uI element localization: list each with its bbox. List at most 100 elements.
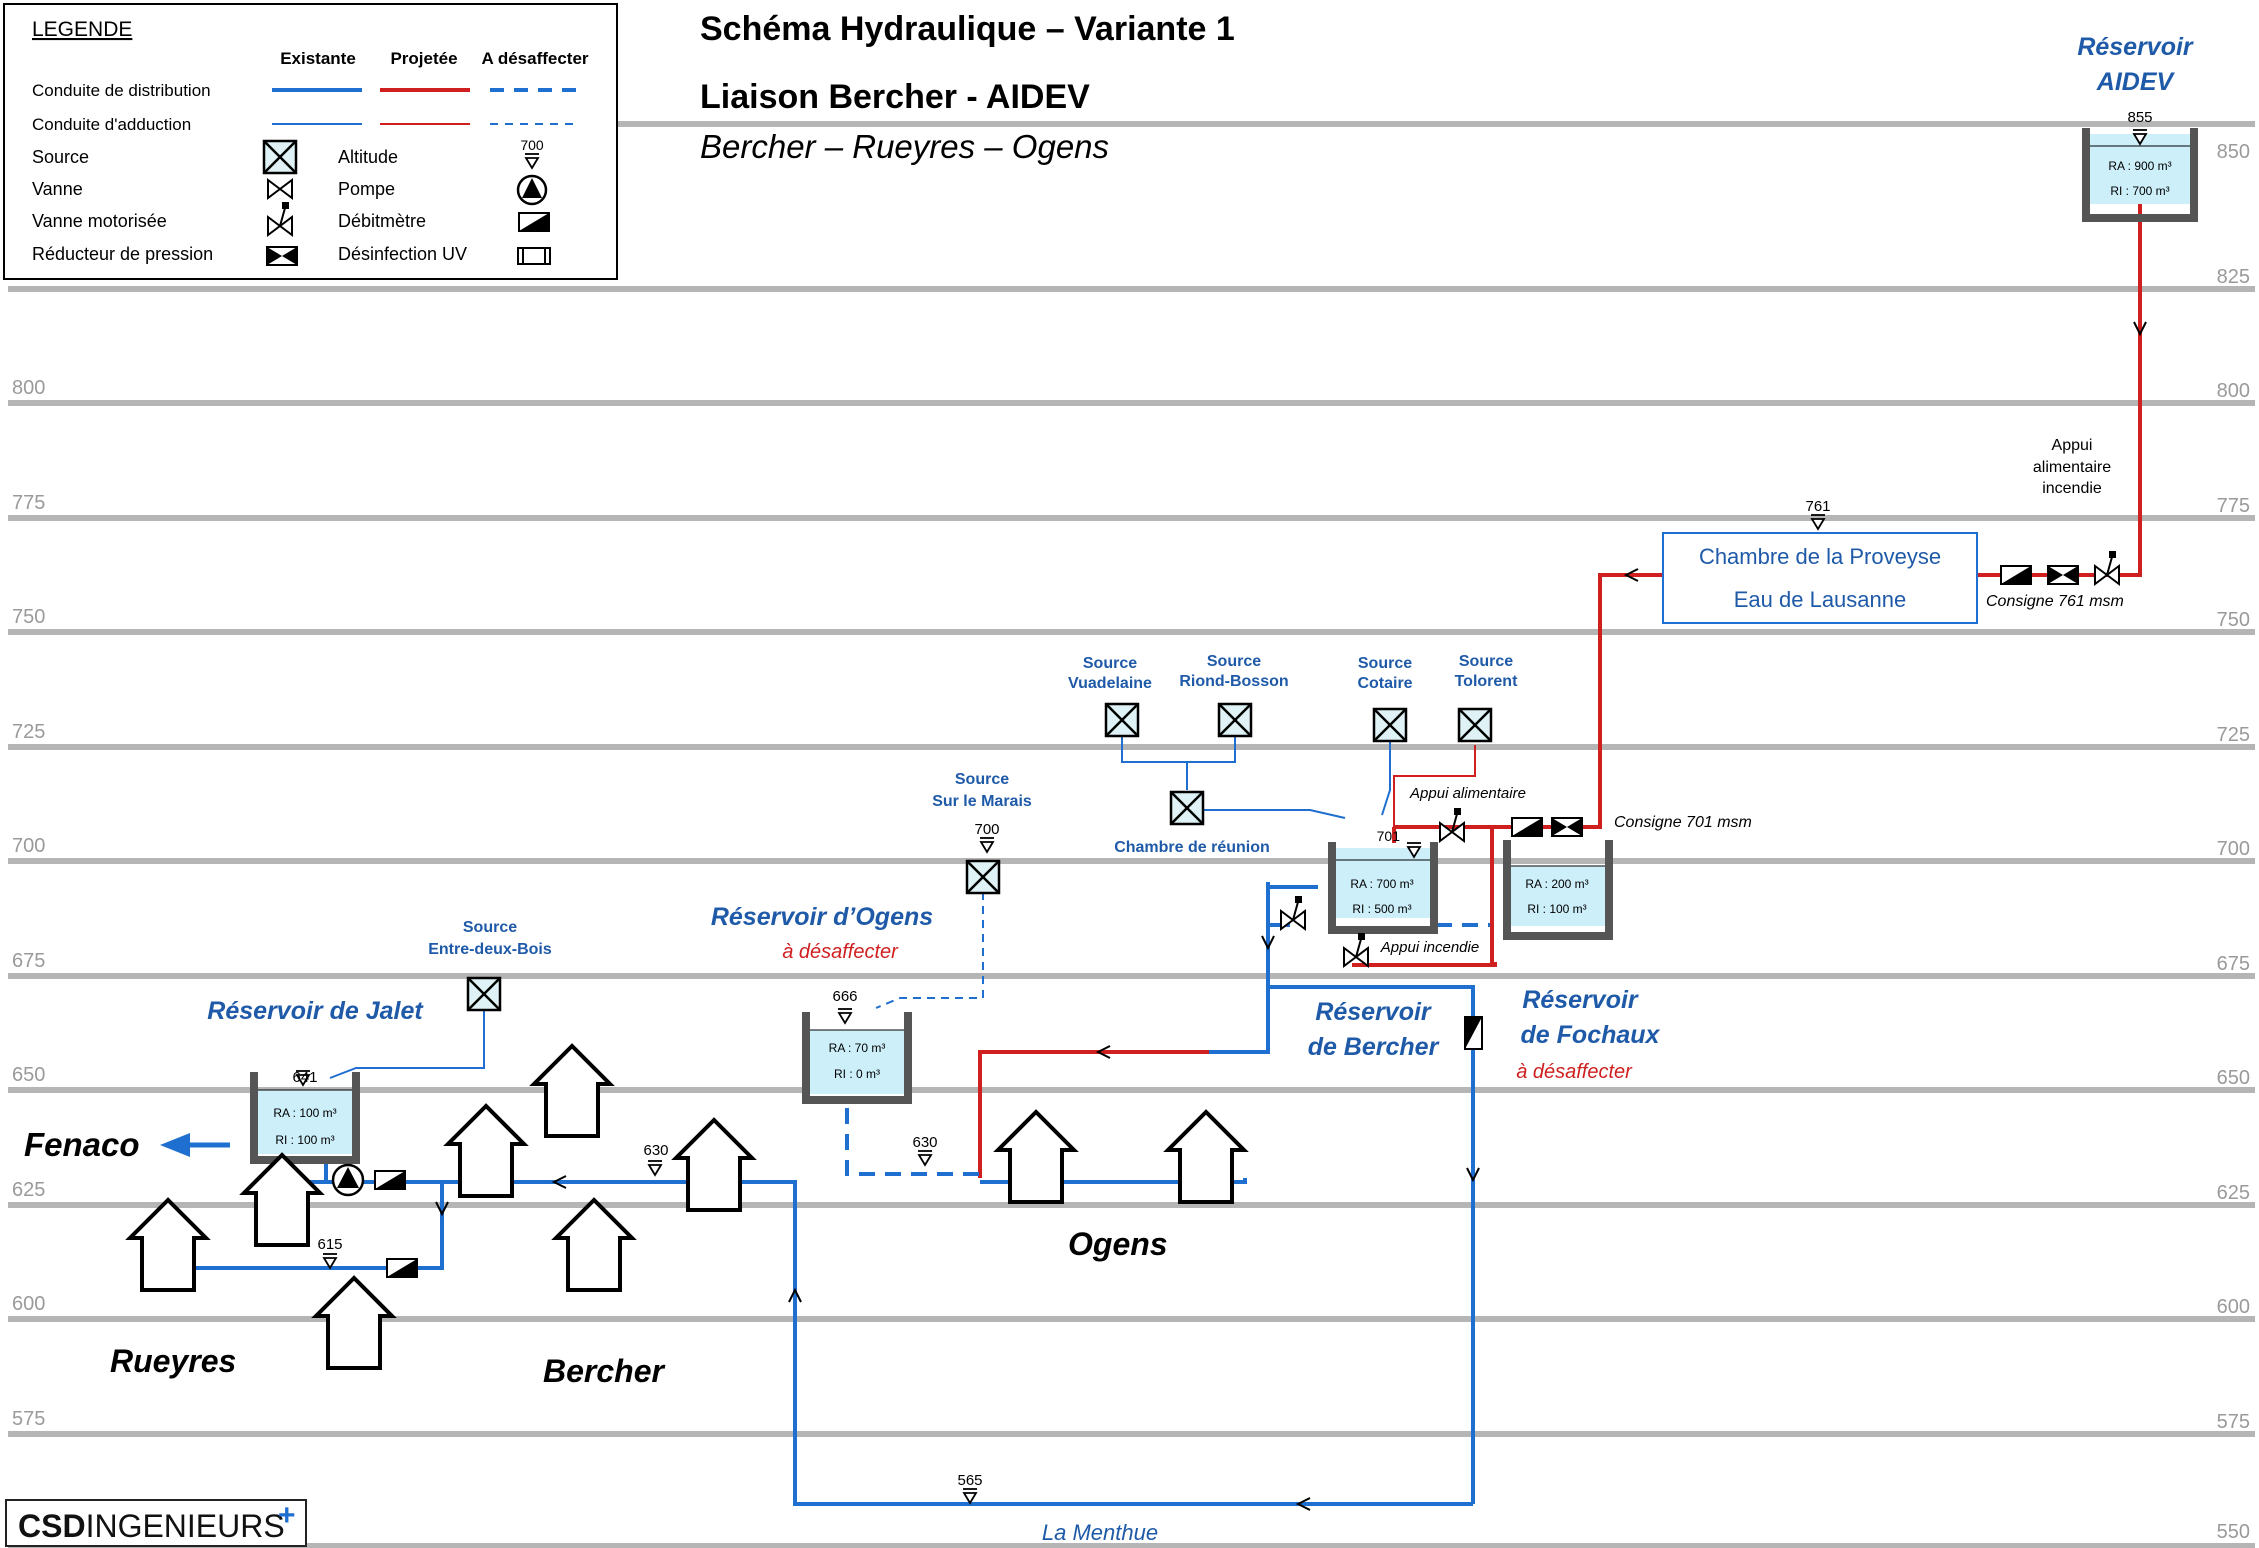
- flowmeter-fochaux: [1464, 1016, 1483, 1050]
- reservoir-ogens-alt: 666: [832, 988, 857, 1005]
- legend-uv-icon: [517, 247, 551, 265]
- arrow-aidev-down: [2133, 321, 2147, 337]
- house-bercher-4: [554, 1198, 634, 1292]
- pipe-entre-deux-bois: [329, 1000, 485, 1079]
- altmark-menthue-565: [962, 1488, 978, 1504]
- alt-left-575: 575: [12, 1408, 45, 1430]
- legend-col-projected: Projetée: [390, 49, 457, 68]
- csd-logo: CSDINGENIEURS +: [5, 1499, 307, 1547]
- source-marais-line2: Sur le Marais: [932, 793, 1032, 810]
- chamber-proveyse: Chambre de la Proveyse Eau de Lausanne 7…: [1662, 498, 2124, 624]
- reservoir-fochaux-water: [1511, 866, 1605, 926]
- reservoir-fochaux-name1: Réservoir: [1522, 986, 1639, 1014]
- reservoir-ogens-walls: [802, 1012, 912, 1104]
- motor-valve-proveyse: [2094, 550, 2120, 585]
- alt-bercher-630: 630: [643, 1142, 668, 1159]
- arrow-menthue-left: [1295, 1497, 1311, 1511]
- legend-flowmeter-icon: [518, 212, 550, 232]
- alt-right-825: 825: [2217, 266, 2250, 288]
- source-entre-line1: Source: [463, 919, 517, 936]
- alt-right-850: 850: [2217, 141, 2250, 163]
- alt-right-625: 625: [2217, 1182, 2250, 1204]
- alt-right-675: 675: [2217, 953, 2250, 975]
- legend-reducer-label: Réducteur de pression: [32, 244, 213, 264]
- chambre-reunion-icon: [1169, 790, 1205, 826]
- reservoir-ogens: 666 RA : 70 m³ RI : 0 m³ Réservoir d’Oge…: [711, 903, 933, 1104]
- fenaco-arrow: [160, 1133, 230, 1157]
- altmark-bercher-630: [647, 1160, 663, 1176]
- title-line1: Schéma Hydraulique – Variante 1: [700, 10, 1235, 48]
- reservoir-jalet-name: Réservoir de Jalet: [207, 997, 424, 1025]
- house-bercher-1: [532, 1044, 612, 1138]
- adduction-pipes: [329, 736, 1391, 1079]
- alt-right-775: 775: [2217, 495, 2250, 517]
- source-entre: Source Entre-deux-Bois: [428, 919, 552, 1012]
- alt-right-550: 550: [2217, 1521, 2250, 1543]
- source-marais-altmark: [979, 837, 995, 853]
- reservoir-ogens-water: [810, 1030, 904, 1094]
- legend-source-icon: [262, 139, 298, 175]
- legend-row-adduction: Conduite d'adduction: [32, 115, 191, 134]
- reservoir-jalet-ri: RI : 100 m³: [275, 1133, 334, 1147]
- reservoir-aidev-name2: AIDEV: [2096, 68, 2176, 96]
- pipe-jalet-outlet: [310, 1160, 328, 1184]
- reservoir-ogens-ri: RI : 0 m³: [834, 1067, 880, 1081]
- reservoir-aidev-walls: [2082, 128, 2198, 222]
- reservoir-jalet: 641 RA : 100 m³ RI : 100 m³ Réservoir de…: [207, 997, 424, 1164]
- reservoir-jalet-ra: RA : 100 m³: [273, 1106, 336, 1120]
- pipe-menthue-to-bercher: [310, 1180, 1473, 1506]
- alt-ogens-630: 630: [912, 1134, 937, 1151]
- arrow-bercher-left: [551, 1175, 567, 1189]
- arrow-rueyres-down: [435, 1201, 449, 1217]
- legend-row-distribution: Conduite de distribution: [32, 81, 211, 100]
- alt-right-700: 700: [2217, 838, 2250, 860]
- reservoir-fochaux: RA : 200 m³ RI : 100 m³ Réservoir de Foc…: [1503, 840, 1661, 1083]
- reservoir-ogens-name: Réservoir d’Ogens: [711, 903, 933, 931]
- village-bercher: Bercher: [543, 1353, 666, 1389]
- pipe-ogens-village: [980, 1178, 1247, 1184]
- reservoir-jalet-water: [258, 1090, 352, 1154]
- altmark-ogens-630: [917, 1150, 933, 1166]
- reservoir-aidev-alt: 855: [2127, 109, 2152, 126]
- decommission-pipes: [845, 923, 1490, 1176]
- house-ogens-2: [1166, 1110, 1246, 1204]
- arrow-ogens-left: [1095, 1045, 1111, 1059]
- house-bercher-2: [446, 1104, 526, 1198]
- title-block: Schéma Hydraulique – Variante 1 Liaison …: [700, 10, 1235, 165]
- reservoir-aidev-ri: RI : 700 m³: [2110, 184, 2169, 198]
- alt-menthue-565: 565: [957, 1472, 982, 1489]
- chamber-proveyse-line2: Eau de Lausanne: [1734, 587, 1907, 612]
- csd-logo-text: CSDINGENIEURS: [18, 1508, 285, 1544]
- source-tolorent: Source Tolorent: [1455, 653, 1518, 743]
- legend: LEGENDE Existante Projetée A désaffecter…: [3, 3, 618, 280]
- csd-logo-plus: +: [278, 1499, 296, 1532]
- alt-left-725: 725: [12, 721, 45, 743]
- appui-alimentaire-incendie-line3: incendie: [2042, 480, 2102, 497]
- alt-rueyres-615: 615: [317, 1236, 342, 1253]
- source-marais-alt: 700: [974, 821, 999, 838]
- village-fenaco: Fenaco: [24, 1126, 140, 1163]
- reservoir-ogens-ra: RA : 70 m³: [829, 1041, 886, 1055]
- flowmeter-jalet: [374, 1170, 406, 1190]
- source-riond-line1: Source: [1207, 653, 1261, 670]
- reservoir-jalet-walls: [250, 1072, 360, 1164]
- csd-logo-light: INGENIEURS: [86, 1508, 285, 1544]
- altmark-rueyres-615: [322, 1253, 338, 1269]
- village-ogens: Ogens: [1068, 1226, 1168, 1262]
- house-rueyres-1: [242, 1153, 322, 1247]
- legend-flowmeter-label: Débitmètre: [338, 211, 426, 231]
- pipe-ogens-res-decommission: [845, 1108, 980, 1176]
- reservoir-fochaux-ri: RI : 100 m³: [1527, 902, 1586, 916]
- reservoir-fochaux-walls: [1503, 840, 1613, 940]
- pipe-bercher-to-menthue: [1268, 985, 1475, 1504]
- projected-adduction: [1393, 745, 1476, 840]
- arrow-bercher-down: [1261, 935, 1275, 951]
- alt-right-575: 575: [2217, 1411, 2250, 1433]
- chambre-reunion-label: Chambre de réunion: [1114, 839, 1270, 856]
- source-marais: Source Sur le Marais 700: [932, 771, 1032, 895]
- alt-right-600: 600: [2217, 1296, 2250, 1318]
- reducer-bercher: [1551, 817, 1583, 837]
- alt-left-600: 600: [12, 1293, 45, 1315]
- alt-left-750: 750: [12, 606, 45, 628]
